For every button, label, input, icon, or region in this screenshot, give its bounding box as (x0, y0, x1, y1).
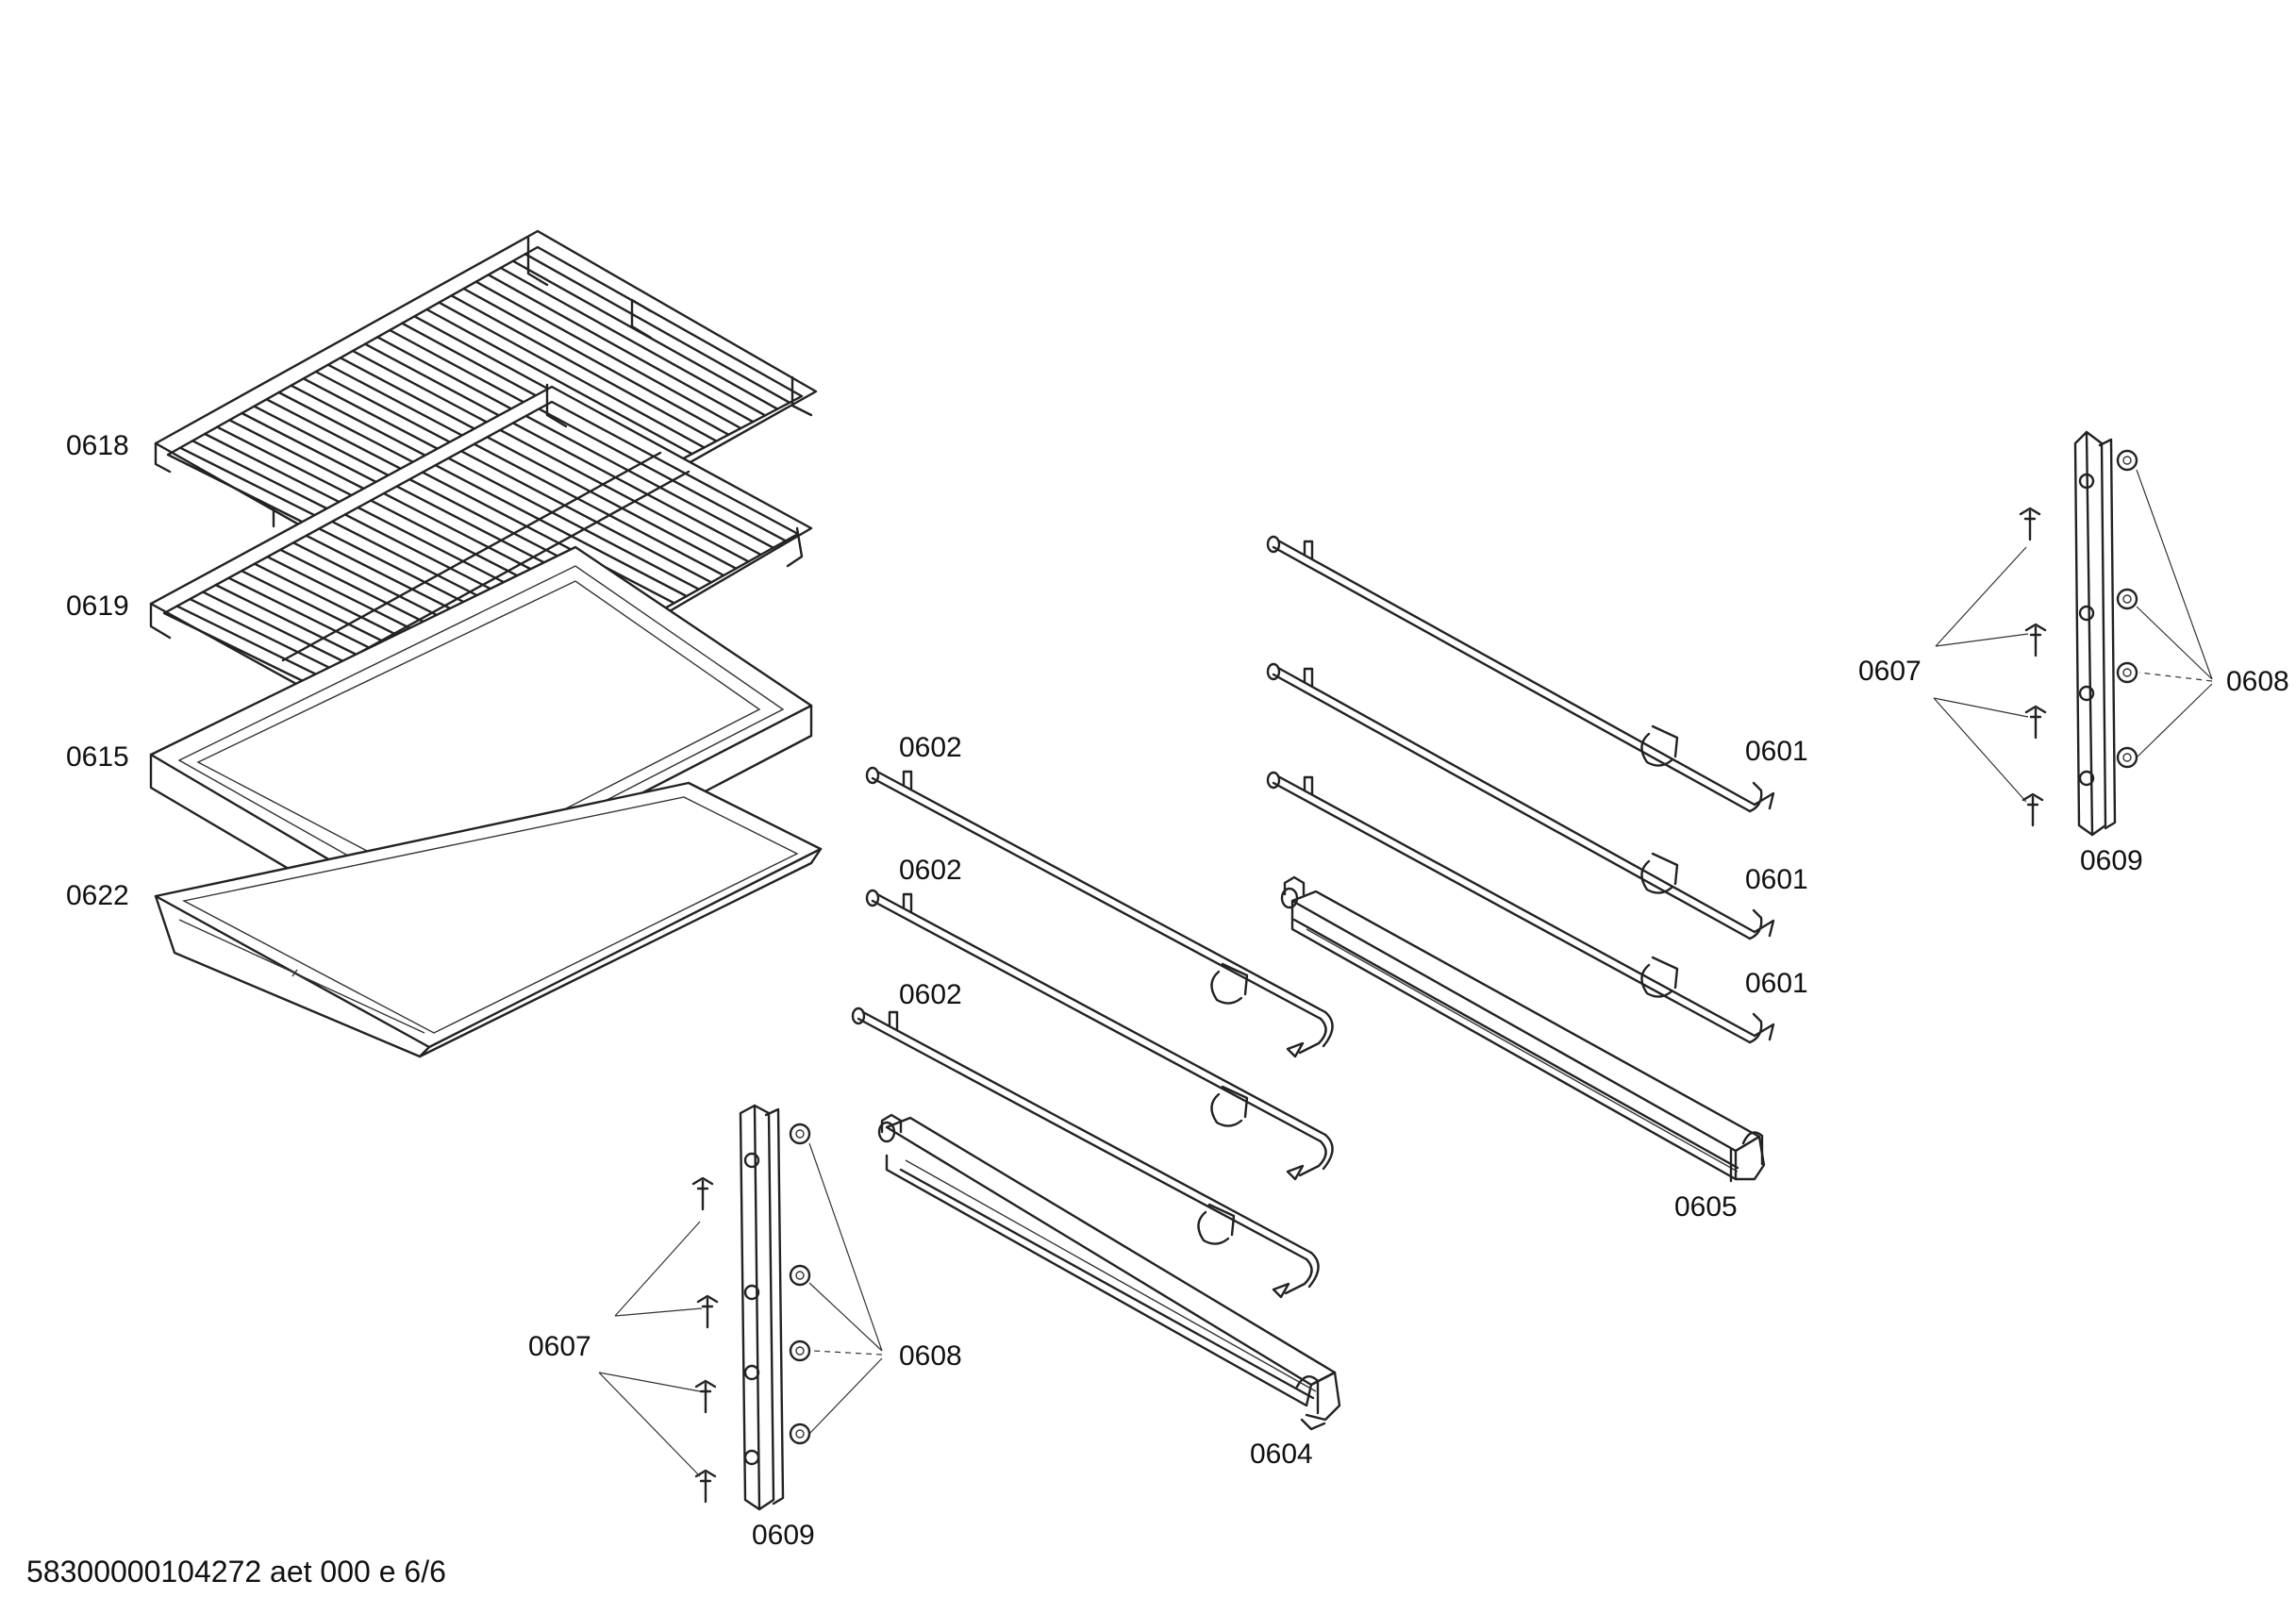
label-0605: 0605 (1674, 1191, 1738, 1223)
rack-bar (486, 436, 738, 570)
nuts-0608-right (2116, 449, 2138, 769)
baking-tray-0615 (149, 545, 813, 945)
label-0608-left: 0608 (899, 1340, 962, 1372)
side-rail-0602-bottom (851, 1007, 1320, 1299)
label-0615: 0615 (66, 741, 129, 773)
rack-bar (511, 422, 762, 557)
label-0609-left: 0609 (752, 1520, 815, 1551)
leader-lines-left (598, 1142, 883, 1477)
document-reference: 58300000104272 aet 000 e 6/6 (26, 1555, 446, 1589)
label-0601-bottom: 0601 (1745, 968, 1808, 999)
label-0618: 0618 (66, 430, 129, 461)
label-0604: 0604 (1250, 1439, 1313, 1470)
side-rail-0601-bottom (1266, 771, 1775, 1044)
label-0602-middle: 0602 (899, 855, 962, 886)
side-rail-0602-top (865, 766, 1334, 1058)
side-rail-0602-middle (865, 889, 1334, 1181)
side-rail-0601-middle (1266, 662, 1775, 940)
rack-bar (473, 442, 725, 577)
leader-lines-right (1933, 469, 2213, 803)
label-0602-bottom: 0602 (899, 979, 962, 1010)
label-0601-middle: 0601 (1745, 864, 1808, 895)
rack-bar (447, 457, 701, 591)
rack-bar (499, 266, 767, 417)
label-0601-top: 0601 (1745, 736, 1808, 767)
rack-bar (462, 287, 730, 436)
side-rail-0601-top (1266, 535, 1775, 813)
rack-bar (421, 471, 675, 605)
label-0602-top: 0602 (899, 732, 962, 763)
rail-bracket-0609-left (739, 1104, 785, 1511)
deep-pan-0622 (154, 781, 823, 1058)
label-0622: 0622 (66, 880, 129, 911)
label-0607-right: 0607 (1858, 656, 1922, 687)
rack-bar (524, 253, 791, 404)
nuts-0608-left (789, 1123, 811, 1445)
label-0609-right: 0609 (2080, 845, 2143, 876)
rack-bar (450, 294, 718, 442)
rack-bar (438, 301, 706, 449)
label-0608-right: 0608 (2226, 666, 2289, 697)
rack-bar (524, 414, 774, 549)
rack-bar (459, 450, 713, 584)
rack-bar (538, 408, 788, 542)
rack-bar (487, 274, 755, 424)
rail-bracket-0609-right (2073, 430, 2117, 837)
label-0607-left: 0607 (528, 1331, 591, 1362)
screws-0607-left (691, 1176, 719, 1504)
rack-bar (434, 464, 688, 598)
rack-bar (425, 308, 693, 456)
rack-bar (499, 428, 750, 563)
label-0619: 0619 (66, 591, 129, 622)
telescopic-rail-0604 (877, 1113, 1341, 1431)
screws-0607-right (2019, 507, 2047, 827)
rack-bar (474, 280, 742, 430)
telescopic-rail-0605 (1280, 875, 1766, 1183)
